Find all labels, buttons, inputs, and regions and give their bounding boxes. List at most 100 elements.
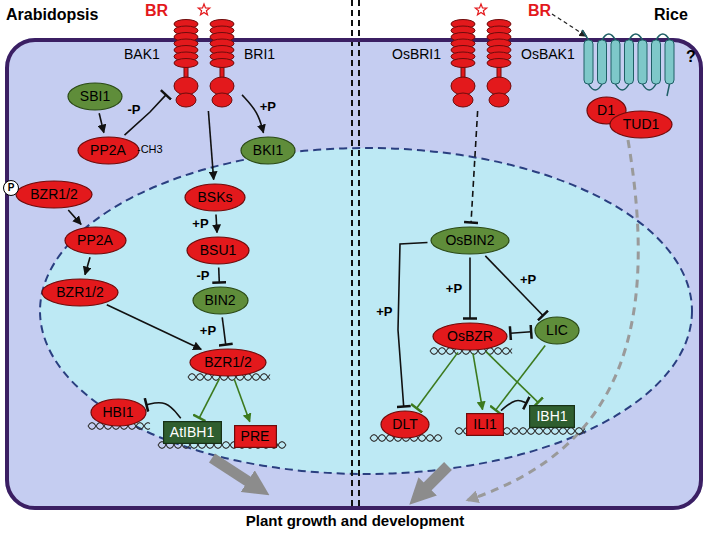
part-label: Arabidopsis (6, 6, 98, 24)
inhibition-line (218, 267, 220, 282)
phosphorylation-label: +P (198, 323, 218, 338)
activation-arrow (68, 210, 81, 224)
ellipse-outline (431, 227, 509, 254)
inhibition-line (510, 332, 531, 333)
part-label: BAK1 (124, 46, 160, 62)
ellipse-outline (68, 83, 122, 110)
protein-name: PP2A (90, 142, 126, 158)
protein-ellipse: PP2A (64, 226, 127, 255)
phosphorylation-label: +P (374, 304, 394, 319)
ellipse-outline (65, 227, 126, 254)
protein-name: LIC (546, 322, 568, 338)
inhibition-line (486, 352, 538, 403)
ellipse-outline (433, 323, 507, 350)
ellipse-outline (91, 399, 146, 426)
ellipse-outline (381, 411, 429, 438)
activation-arrow (234, 379, 250, 421)
protein-ellipse: LIC (534, 316, 580, 345)
gene-box: PRE (234, 425, 277, 448)
cell: ArabidopsisRiceSBI1PP2ABZR1/2PP2ABZR1/2B… (5, 38, 703, 510)
protein-ellipse: BSU1 (186, 236, 250, 265)
protein-name: HBI1 (102, 404, 133, 420)
membrane-receptor: ? (580, 28, 680, 96)
divider (351, 0, 353, 506)
protein-name: AtIBH1 (170, 424, 214, 440)
divider (358, 0, 360, 506)
protein-ellipse: TUD1 (609, 110, 673, 139)
hormone-symbol (475, 4, 486, 15)
inhibition-line (471, 111, 478, 223)
box-outline (163, 421, 221, 443)
activation-arrow (107, 305, 201, 350)
cytoplasm (5, 38, 703, 510)
kinase-domain (451, 77, 475, 95)
protein-name: BKI1 (253, 142, 283, 158)
gene-box: IBH1 (529, 405, 575, 428)
inhibition-line (222, 317, 225, 344)
protein-ellipse: BKI1 (240, 136, 296, 165)
ellipse-outline (42, 279, 118, 306)
protein-name: OsBIN2 (445, 232, 494, 248)
protein-name: ILI1 (473, 416, 496, 432)
protein-name: IBH1 (536, 408, 567, 424)
protein-name: BIN2 (204, 292, 235, 308)
protein-ellipse: BZR1/2 (41, 278, 119, 307)
phosphorylation-label: -P (125, 102, 142, 117)
inhibition-line (398, 242, 427, 406)
inhibition-line (485, 256, 543, 316)
inhibition-line (125, 95, 166, 135)
node-outline (168, 0, 240, 108)
hormone-symbol (198, 4, 209, 15)
activation-arrow (208, 111, 213, 180)
dna-helices (88, 348, 585, 449)
transmembrane-helix (584, 40, 593, 84)
phosphorylation-label: +P (444, 281, 464, 296)
part-label: OsBRI1 (392, 46, 441, 62)
gene-box: ILI1 (466, 413, 504, 436)
kinase-domain (174, 77, 198, 95)
gene-box: AtIBH1 (163, 421, 222, 444)
ellipse-outline (610, 111, 672, 138)
kinase-domain (489, 93, 509, 107)
transmembrane-helix (611, 40, 620, 84)
activation-arrow (473, 353, 483, 409)
transmembrane-helix (625, 40, 634, 84)
kinase-domain (176, 93, 196, 107)
ellipse-outline (185, 184, 245, 211)
ellipse-outline (535, 317, 579, 344)
activation-arrow (216, 214, 217, 232)
kinase-domain (487, 77, 511, 95)
protein-name: TUD1 (623, 116, 660, 132)
protein-name: BZR1/2 (204, 354, 251, 370)
inhibition-line (501, 401, 526, 411)
part-label: Rice (654, 6, 688, 24)
binding-arrow (552, 14, 586, 36)
methyl-label: -CH3 (137, 143, 163, 155)
phosphate-mark: P (3, 180, 19, 196)
box-outline (530, 405, 575, 427)
part-label: OsBAK1 (521, 46, 575, 62)
box-outline (234, 425, 276, 447)
repeat-domain (174, 59, 198, 68)
protein-name: D1 (597, 102, 615, 118)
protein-name: PRE (241, 428, 270, 444)
protein-name: BZR1/2 (56, 284, 103, 300)
protein-name: BSKs (197, 189, 232, 205)
output-arrow (424, 466, 448, 490)
hormone-label: BR (528, 2, 551, 20)
protein-ellipse: DLT (380, 410, 430, 439)
repeat-domain (210, 59, 234, 68)
protein-name: DLT (392, 416, 417, 432)
phosphorylation-label: +P (258, 99, 278, 114)
ellipse-outline (187, 237, 249, 264)
output-arrow (212, 458, 252, 484)
kinase-domain (212, 93, 232, 107)
inhibition-line (496, 345, 546, 410)
protein-ellipse: SBI1 (67, 82, 123, 111)
transmembrane-helix (638, 40, 647, 84)
protein-name: OsBZR (447, 328, 493, 344)
protein-ellipse: BZR1/2 (189, 348, 267, 377)
part-label: BRI1 (244, 46, 275, 62)
activation-arrow (99, 113, 104, 132)
